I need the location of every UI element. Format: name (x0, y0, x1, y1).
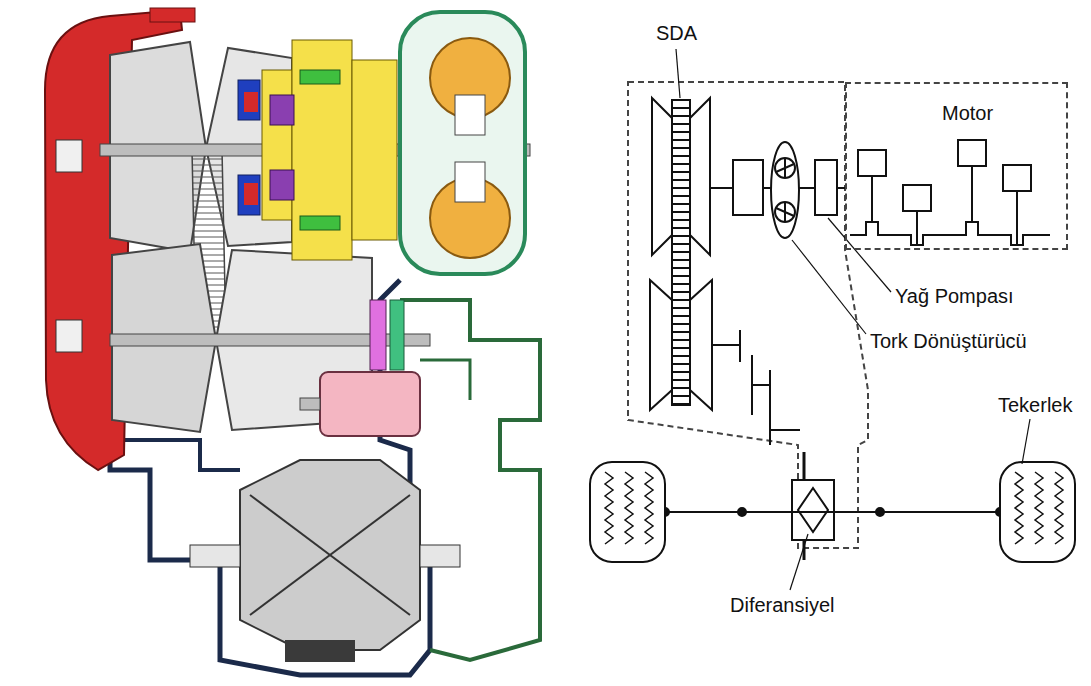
part-label: Yağ Pompası (895, 285, 1014, 308)
leader-lines (676, 49, 1030, 590)
part-label: Tork Dönüştürücü (870, 330, 1027, 353)
cvt-schematic (590, 49, 1075, 590)
part-label: Diferansiyel (730, 594, 834, 617)
part-label: Tekerlek (998, 394, 1072, 417)
node-title: Motor (942, 102, 993, 125)
engine-box: Motor (845, 82, 1068, 250)
part-label: SDA (656, 22, 697, 45)
cvt-cross-section (45, 8, 540, 675)
